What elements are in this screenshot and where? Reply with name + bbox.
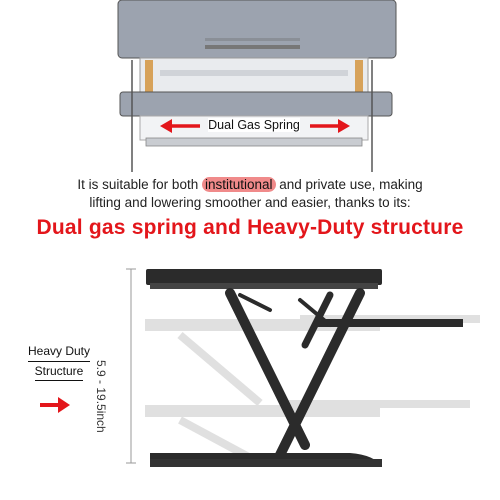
right-arrow-icon (310, 119, 350, 133)
keyboard-tray (318, 319, 463, 327)
heavy-duty-label: Heavy Duty Structure (24, 342, 94, 381)
desk-top (146, 269, 382, 285)
red-arrow-icon (40, 397, 70, 413)
caption-line2: lifting and lowering smoother and easier… (89, 195, 411, 210)
caption-after: and private use, making (275, 177, 423, 192)
upper-tray (117, 0, 397, 59)
lower-plate (119, 91, 393, 117)
height-range-label: 5.9 - 19.5inch (94, 360, 108, 433)
scissor-arms (225, 288, 365, 460)
left-arrow-icon (160, 119, 200, 133)
heavy-duty-line2: Structure (34, 362, 84, 381)
headline: Dual gas spring and Heavy-Duty structure (36, 216, 464, 239)
caption-before: It is suitable for both (77, 177, 202, 192)
heavy-duty-line1: Heavy Duty (27, 342, 91, 362)
desk-lift-illustration (126, 268, 480, 467)
gas-spring-label: Dual Gas Spring (208, 118, 300, 132)
gas-spring-illustration (117, 0, 397, 172)
caption-highlight: institutional (201, 177, 276, 192)
caption: It is suitable for both institutional an… (0, 176, 500, 212)
